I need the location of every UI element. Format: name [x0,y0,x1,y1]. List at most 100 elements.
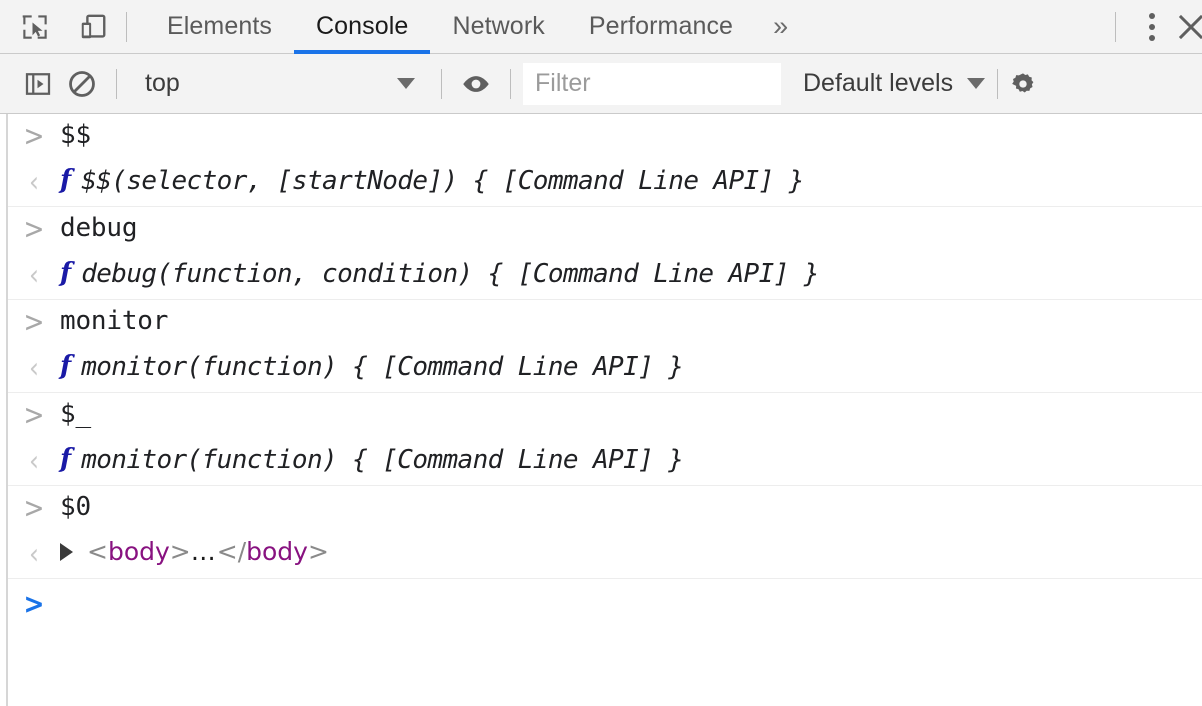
console-result-text: monitor(function) { [Command Line API] } [81,352,684,382]
sidebar-toggle-glyph [25,72,51,95]
command-gutter: > [8,118,60,153]
devtools-tabs: Elements Console Network Performance » [145,0,806,54]
tag-open-bracket: < [87,537,108,566]
console-group: > monitor ‹ f monitor(function) { [Comma… [8,300,1202,393]
command-gutter: > [8,304,60,339]
command-chevron-icon: > [23,490,45,525]
log-levels-label: Default levels [803,69,954,97]
console-result-text: $$(selector, [startNode]) { [Command Lin… [81,166,804,196]
command-chevron-icon: > [23,397,45,432]
console-command-text: $_ [60,399,91,429]
tabbar-divider [126,11,127,42]
filterbar-divider-4 [997,68,999,99]
console-result-row[interactable]: ‹ f $$(selector, [startNode]) { [Command… [8,160,1202,206]
console-sidebar-toggle-icon[interactable] [16,62,60,106]
filterbar-divider-1 [116,68,117,99]
tag-open-close-bracket: > [169,537,191,566]
tag-name-open: body [107,537,170,566]
console-command-text: $0 [60,492,91,522]
result-gutter: ‹ [8,536,60,571]
tabbar-right-controls [1103,0,1202,53]
settings-gear-icon[interactable] [1010,62,1036,106]
console-command-text: monitor [60,306,169,336]
inspect-element-glyph [22,14,47,39]
tab-network[interactable]: Network [430,0,566,53]
tab-network-label: Network [452,12,545,40]
command-gutter: > [8,397,60,432]
more-tabs-icon[interactable]: » [755,0,806,53]
console-prompt-input[interactable] [60,587,1202,621]
kebab-dot [1149,23,1155,30]
execution-context-value: top [145,69,180,97]
tab-performance-label: Performance [588,12,734,40]
chevron-down-icon [967,78,986,89]
console-result-text: monitor(function) { [Command Line API] } [81,445,684,475]
tab-elements-label: Elements [167,12,273,40]
filterbar-divider-3 [510,68,511,99]
live-expression-icon[interactable] [454,62,498,106]
console-result-row[interactable]: ‹ f monitor(function) { [Command Line AP… [8,439,1202,485]
command-chevron-icon: > [23,304,45,339]
console-command-text: $$ [60,120,91,150]
command-chevron-icon: > [23,211,45,246]
console-command-row[interactable]: > debug [8,207,1202,253]
result-gutter: ‹ [8,258,60,289]
tab-performance[interactable]: Performance [567,0,755,53]
execution-context-selector[interactable]: top [129,63,429,105]
kebab-dot [1149,34,1155,41]
tabbar-tool-icons [0,0,114,53]
console-prompt-row[interactable]: > [8,579,1202,625]
console-filter-toolbar: top Default levels [0,54,1202,114]
dom-node-result[interactable]: <body>…</body> [60,537,329,567]
console-message-area[interactable]: > $$ ‹ f $$(selector, [startNode]) { [Co… [6,114,1202,706]
command-chevron-icon: > [23,118,45,153]
function-marker: f [60,258,72,288]
function-marker: f [60,165,72,195]
device-toolbar-icon[interactable] [72,6,114,48]
close-devtools-icon[interactable] [1176,3,1202,51]
function-marker: f [60,351,72,381]
console-group: > $_ ‹ f monitor(function) { [Command Li… [8,393,1202,486]
function-marker: f [60,444,72,474]
console-command-row[interactable]: > monitor [8,300,1202,346]
tab-console[interactable]: Console [294,0,431,54]
more-options-icon[interactable] [1128,3,1176,51]
result-chevron-icon: ‹ [29,350,39,385]
console-command-row[interactable]: > $$ [8,114,1202,160]
tabbar-right-divider [1115,11,1116,42]
log-levels-dropdown[interactable]: Default levels [803,69,986,98]
console-group: > debug ‹ f debug(function, condition) {… [8,207,1202,300]
console-command-row[interactable]: > $_ [8,393,1202,439]
console-group: > $0 ‹ <body>…</body> [8,486,1202,579]
tab-console-label: Console [316,12,409,40]
console-command-row[interactable]: > $0 [8,486,1202,532]
clear-console-glyph [69,70,95,97]
result-gutter: ‹ [8,350,60,385]
close-icon-glyph [1178,14,1202,39]
console-command-text: debug [60,213,138,243]
command-gutter: > [8,211,60,246]
gear-glyph [1012,72,1034,93]
result-gutter: ‹ [8,444,60,475]
device-toolbar-glyph [81,14,106,38]
kebab-dot [1149,12,1155,19]
eye-glyph [463,75,489,92]
chevron-down-icon [397,78,415,89]
result-chevron-icon: ‹ [29,164,39,199]
clear-console-icon[interactable] [60,62,104,106]
devtools-tabbar: Elements Console Network Performance » [0,0,1202,54]
console-filter-input[interactable] [523,62,781,105]
tag-close-bracket: </ [216,537,247,566]
tab-elements[interactable]: Elements [145,0,294,53]
console-result-row[interactable]: ‹ <body>…</body> [8,532,1202,578]
node-ellipsis: … [190,537,217,566]
result-gutter: ‹ [8,164,60,199]
command-gutter: > [8,490,60,525]
inspect-element-icon[interactable] [14,6,56,48]
console-result-row[interactable]: ‹ f debug(function, condition) { [Comman… [8,253,1202,299]
console-result-row[interactable]: ‹ f monitor(function) { [Command Line AP… [8,346,1202,392]
result-chevron-icon: ‹ [29,536,39,571]
tag-close-end-bracket: > [307,537,329,566]
expand-node-icon[interactable] [60,543,73,561]
